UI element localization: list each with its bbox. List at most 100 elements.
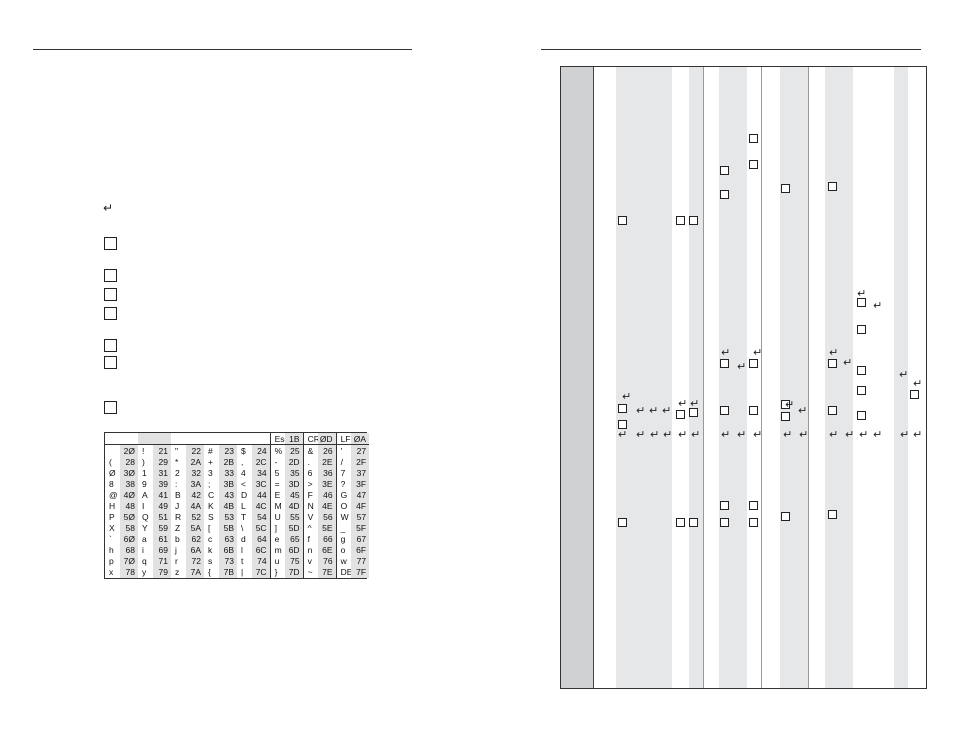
ascii-hex-cell: 27	[351, 444, 370, 457]
ascii-hex-cell: 53	[219, 511, 237, 523]
return-arrow-icon: ↵	[829, 346, 839, 359]
ascii-hex-cell: 7C	[252, 566, 271, 578]
ascii-hex-cell: 5Ø	[120, 511, 138, 523]
box-icon	[689, 216, 698, 225]
return-arrow-icon: ↵	[649, 404, 659, 417]
ascii-char-cell: h	[109, 545, 114, 556]
ascii-char-cell: @	[109, 489, 118, 500]
ascii-hex-cell: 54	[252, 511, 271, 523]
box-icon	[749, 160, 758, 169]
box-icon	[618, 404, 627, 413]
return-arrow-icon: ↵	[690, 397, 700, 410]
ascii-hex-cell: 32	[186, 467, 204, 479]
ascii-hex-cell: 49	[153, 500, 171, 512]
return-arrow-icon: ↵	[636, 428, 646, 441]
ascii-hex-cell: 22	[186, 444, 204, 457]
box-icon	[749, 518, 758, 527]
ascii-char-cell: O	[335, 500, 352, 512]
ascii-hex-cell: 6F	[351, 544, 370, 556]
ascii-char-cell: =	[269, 478, 286, 490]
box-icon	[781, 184, 790, 193]
ascii-hex-cell: 79	[153, 566, 171, 578]
ascii-char-cell: >	[302, 478, 319, 490]
ascii-hex-cell: 59	[153, 522, 171, 534]
ascii-char-cell: 7	[335, 467, 352, 479]
ascii-char-cell: _	[335, 522, 352, 534]
ascii-char-cell: 2	[175, 467, 180, 478]
ascii-char-cell: F	[302, 489, 319, 501]
return-arrow-icon: ↵	[845, 428, 855, 441]
ascii-header-esc: Esc	[269, 433, 286, 446]
box-icon	[749, 359, 758, 368]
box-icon	[749, 406, 758, 415]
ascii-char-cell: d	[241, 534, 246, 545]
ascii-char-cell: x	[109, 567, 114, 578]
ascii-hex-cell: 33	[219, 467, 237, 479]
return-arrow-icon: ↵	[721, 346, 731, 359]
ascii-char-cell: }	[269, 566, 286, 578]
return-arrow-icon: ↵	[873, 428, 883, 441]
shaded-column	[561, 67, 593, 688]
ascii-hex-cell: 47	[351, 489, 370, 501]
ascii-hex-cell: 4D	[285, 500, 304, 512]
ascii-hex-cell: 6B	[219, 544, 237, 556]
ascii-char-cell: 9	[142, 478, 147, 489]
ascii-char-cell: (	[109, 456, 112, 467]
ascii-hex-cell: 6E	[318, 544, 337, 556]
ascii-char-cell: :	[175, 478, 178, 489]
ascii-hex-cell: 6A	[186, 544, 204, 556]
ascii-char-cell: {	[208, 567, 211, 578]
ascii-hex-cell: 52	[186, 511, 204, 523]
right-header-rule	[541, 49, 921, 50]
box-icon	[857, 386, 866, 395]
ascii-char-cell: -	[269, 456, 286, 468]
ascii-hex-cell: 23	[219, 444, 237, 457]
ascii-hex-cell: 21	[153, 444, 171, 457]
ascii-hex-cell: 25	[285, 444, 304, 457]
ascii-hex-cell: 2B	[219, 456, 237, 468]
ascii-char-cell: W	[335, 511, 352, 523]
ascii-char-cell: T	[241, 512, 247, 523]
ascii-char-cell: L	[241, 501, 246, 511]
ascii-hex-cell: 66	[318, 533, 337, 545]
ascii-hex-cell: 7A	[186, 566, 204, 578]
return-arrow-icon: ↵	[899, 368, 909, 381]
ascii-char-cell: b	[175, 534, 180, 545]
ascii-hex-cell: 44	[252, 489, 271, 501]
box-icon	[720, 501, 729, 510]
box-icon	[828, 406, 837, 415]
ascii-char-cell: "	[175, 445, 179, 456]
ascii-table-row: (28)29*2A+2B,2C-2D.2E/2F	[105, 456, 370, 468]
ascii-char-cell: 3	[208, 467, 213, 478]
ascii-hex-cell: 45	[285, 489, 304, 501]
return-arrow-icon: ↵	[753, 428, 763, 441]
ascii-char-cell: $	[241, 445, 246, 456]
ascii-char-cell: a	[142, 534, 147, 545]
return-arrow-icon: ↵	[799, 428, 809, 441]
ascii-hex-cell: 56	[318, 511, 337, 523]
ascii-hex-cell: 51	[153, 511, 171, 523]
ascii-hex-cell: 7B	[219, 566, 237, 578]
ascii-char-cell: r	[175, 556, 178, 567]
ascii-header-cr-hex: ØD	[318, 433, 337, 446]
ascii-char-cell: N	[302, 500, 319, 512]
ascii-table-header: Esc 1B CR ØD LF ØA	[105, 433, 370, 446]
box-icon	[689, 518, 698, 527]
ascii-hex-cell: 3E	[318, 478, 337, 490]
return-arrow-icon: ↵	[618, 428, 628, 441]
box-icon	[749, 501, 758, 510]
ascii-hex-cell: 78	[120, 566, 138, 578]
return-arrow-icon: ↵	[859, 428, 869, 441]
ascii-char-cell: 1	[142, 467, 147, 478]
ascii-hex-cell: 73	[219, 555, 237, 567]
return-arrow-icon: ↵	[622, 390, 632, 403]
ascii-hex-cell: 2C	[252, 456, 271, 468]
ascii-hex-cell: 41	[153, 489, 171, 501]
ascii-char-cell: t	[241, 556, 244, 567]
ascii-hex-cell: 43	[219, 489, 237, 501]
legend-box-icon	[104, 401, 117, 414]
ascii-char-cell: ;	[208, 478, 211, 489]
